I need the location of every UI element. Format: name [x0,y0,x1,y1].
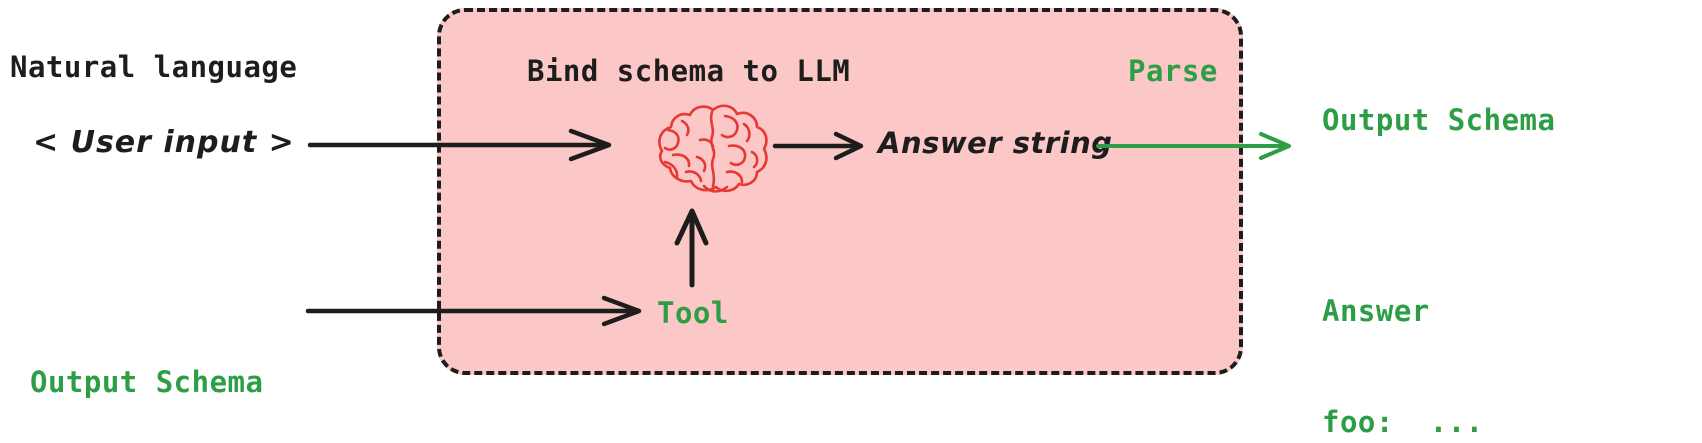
llm-container [437,8,1243,375]
user-input-text: < User input > [33,125,295,160]
parse-label: Parse [1128,54,1218,88]
schema-spacer [1322,213,1555,219]
tool-label: Tool [657,296,729,330]
output-schema-block: Output Schema Answer foo: ... bar: ... [1322,28,1555,443]
output-schema-heading: Output Schema [1322,103,1556,137]
answer-string-text: Answer string [878,126,1113,160]
input-output-schema-block: Output Schema foo: ... bar: ... [30,292,263,443]
bind-schema-to-llm-label: Bind schema to LLM [527,54,851,88]
input-schema-heading: Output Schema [30,365,264,399]
natural-language-label: Natural language [10,50,298,84]
output-schema-foo: foo: ... [1322,405,1484,439]
output-schema-answer: Answer [1322,294,1430,328]
